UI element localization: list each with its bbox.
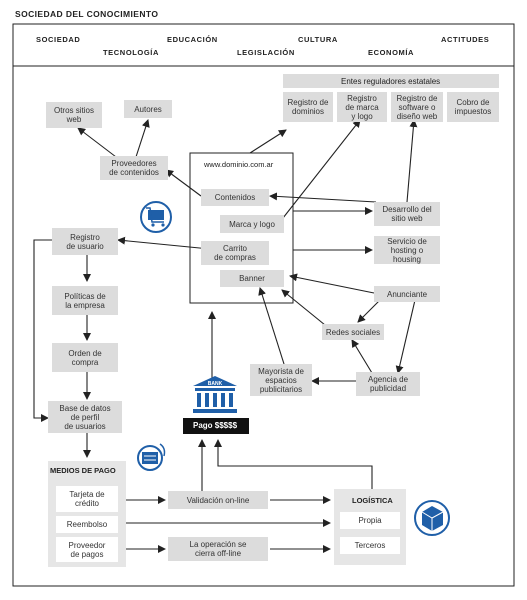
base-datos-box: Base de datos de perfil de usuarios (48, 401, 122, 433)
ente-registro-software: Registro de software o diseño web (391, 92, 443, 122)
medios-title: MEDIOS DE PAGO (50, 466, 116, 475)
site-item-contenidos: Contenidos (201, 189, 269, 206)
logistica-terceros: Terceros (340, 537, 400, 554)
logistica-title: LOGÍSTICA (352, 496, 393, 505)
politicas-box: Políticas de la empresa (52, 286, 118, 315)
proveedores-box: Proveedores de contenidos (100, 156, 168, 180)
category-economia: ECONOMÍA (368, 48, 415, 57)
agencia-box: Agencia de publicidad (356, 372, 420, 396)
credit-card-icon (137, 443, 166, 471)
medio-tarjeta: Tarjeta de crédito (56, 486, 118, 512)
offline-box: La operación se cierra off-line (168, 537, 268, 561)
autores-box: Autores (124, 100, 172, 118)
category-tecnologia: TECNOLOGÍA (103, 48, 159, 57)
redes-box: Redes sociales (322, 324, 384, 340)
category-actitudes: ACTITUDES (441, 35, 490, 44)
category-educacion: EDUCACIÓN (167, 35, 218, 44)
shopping-cart-icon (140, 201, 172, 233)
bank-icon: BANK (193, 376, 237, 413)
category-cultura: CULTURA (298, 35, 338, 44)
pago-bar (183, 418, 249, 434)
hosting-box: Servicio de hosting o housing (374, 236, 440, 264)
category-legislacion: LEGISLACIÓN (237, 48, 295, 57)
registro-usuario-box: Registro de usuario (52, 228, 118, 255)
logistica-propia: Propia (340, 512, 400, 529)
pago-label: Pago $$$$$ (193, 421, 238, 430)
ente-registro-dominios: Registro de dominios (283, 92, 333, 122)
page-title: SOCIEDAD DEL CONOCIMIENTO (15, 9, 159, 19)
desarrollo-box: Desarrollo del sitio web (374, 202, 440, 226)
medio-reembolso: Reembolso (56, 516, 118, 533)
medio-proveedor: Proveedor de pagos (56, 537, 118, 562)
entes-header: Entes reguladores estatales (341, 77, 441, 86)
outer-frame (12, 23, 515, 587)
connectors (33, 119, 418, 553)
site-item-banner: Banner (220, 270, 284, 287)
category-sociedad: SOCIEDAD (36, 35, 81, 44)
orden-compra-box: Orden de compra (52, 343, 118, 372)
ente-cobro-impuestos: Cobro de impuestos (447, 92, 499, 122)
ente-registro-marca: Registro de marca y logo (337, 92, 387, 122)
anunciante-box: Anunciante (374, 286, 440, 302)
mayorista-box: Mayorista de espacios publicitarios (250, 364, 312, 396)
site-item-marca: Marca y logo (220, 215, 284, 233)
bank-label: BANK (208, 381, 223, 387)
domain-label: www.dominio.com.ar (204, 160, 274, 169)
package-icon (414, 500, 450, 536)
validacion-box: Validación on-line (168, 491, 268, 509)
otros-sitios-box: Otros sitios web (46, 102, 102, 128)
site-item-carrito: Carrito de compras (201, 241, 269, 265)
entes-group-bg (283, 74, 499, 88)
